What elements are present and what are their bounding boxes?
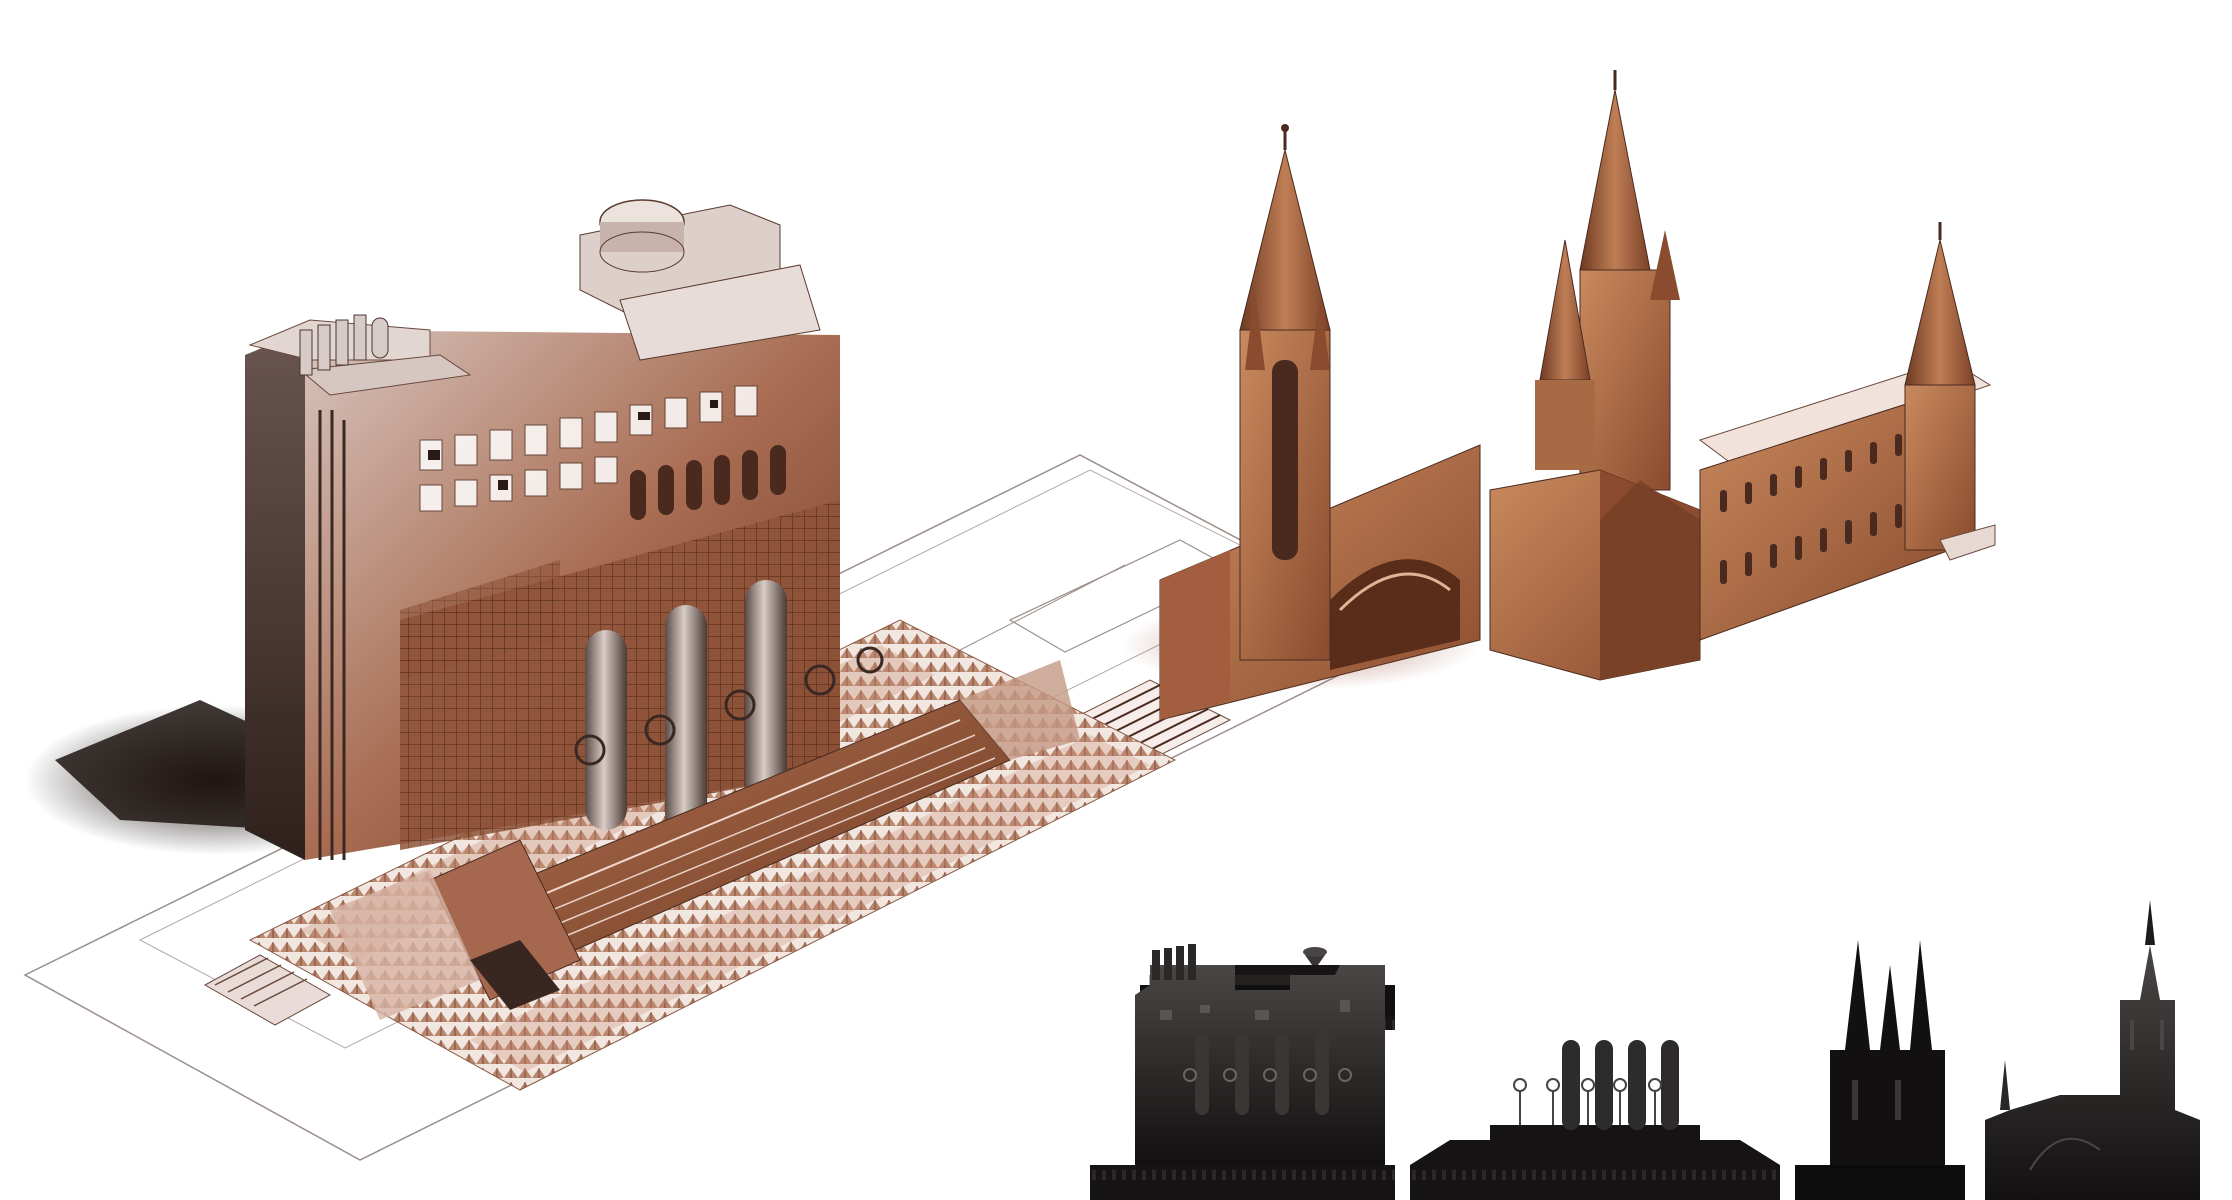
elevation-1-factory [1090,944,1395,1200]
cathedral [1159,70,1996,721]
factory-building [245,199,884,860]
pipe-cluster [574,580,884,835]
terraced-platform [330,660,1080,1020]
elevation-4-cathedral-side [1985,900,2200,1200]
elevation-2-stage [1410,1040,1780,1200]
elevation-3-west-front [1795,940,1965,1200]
